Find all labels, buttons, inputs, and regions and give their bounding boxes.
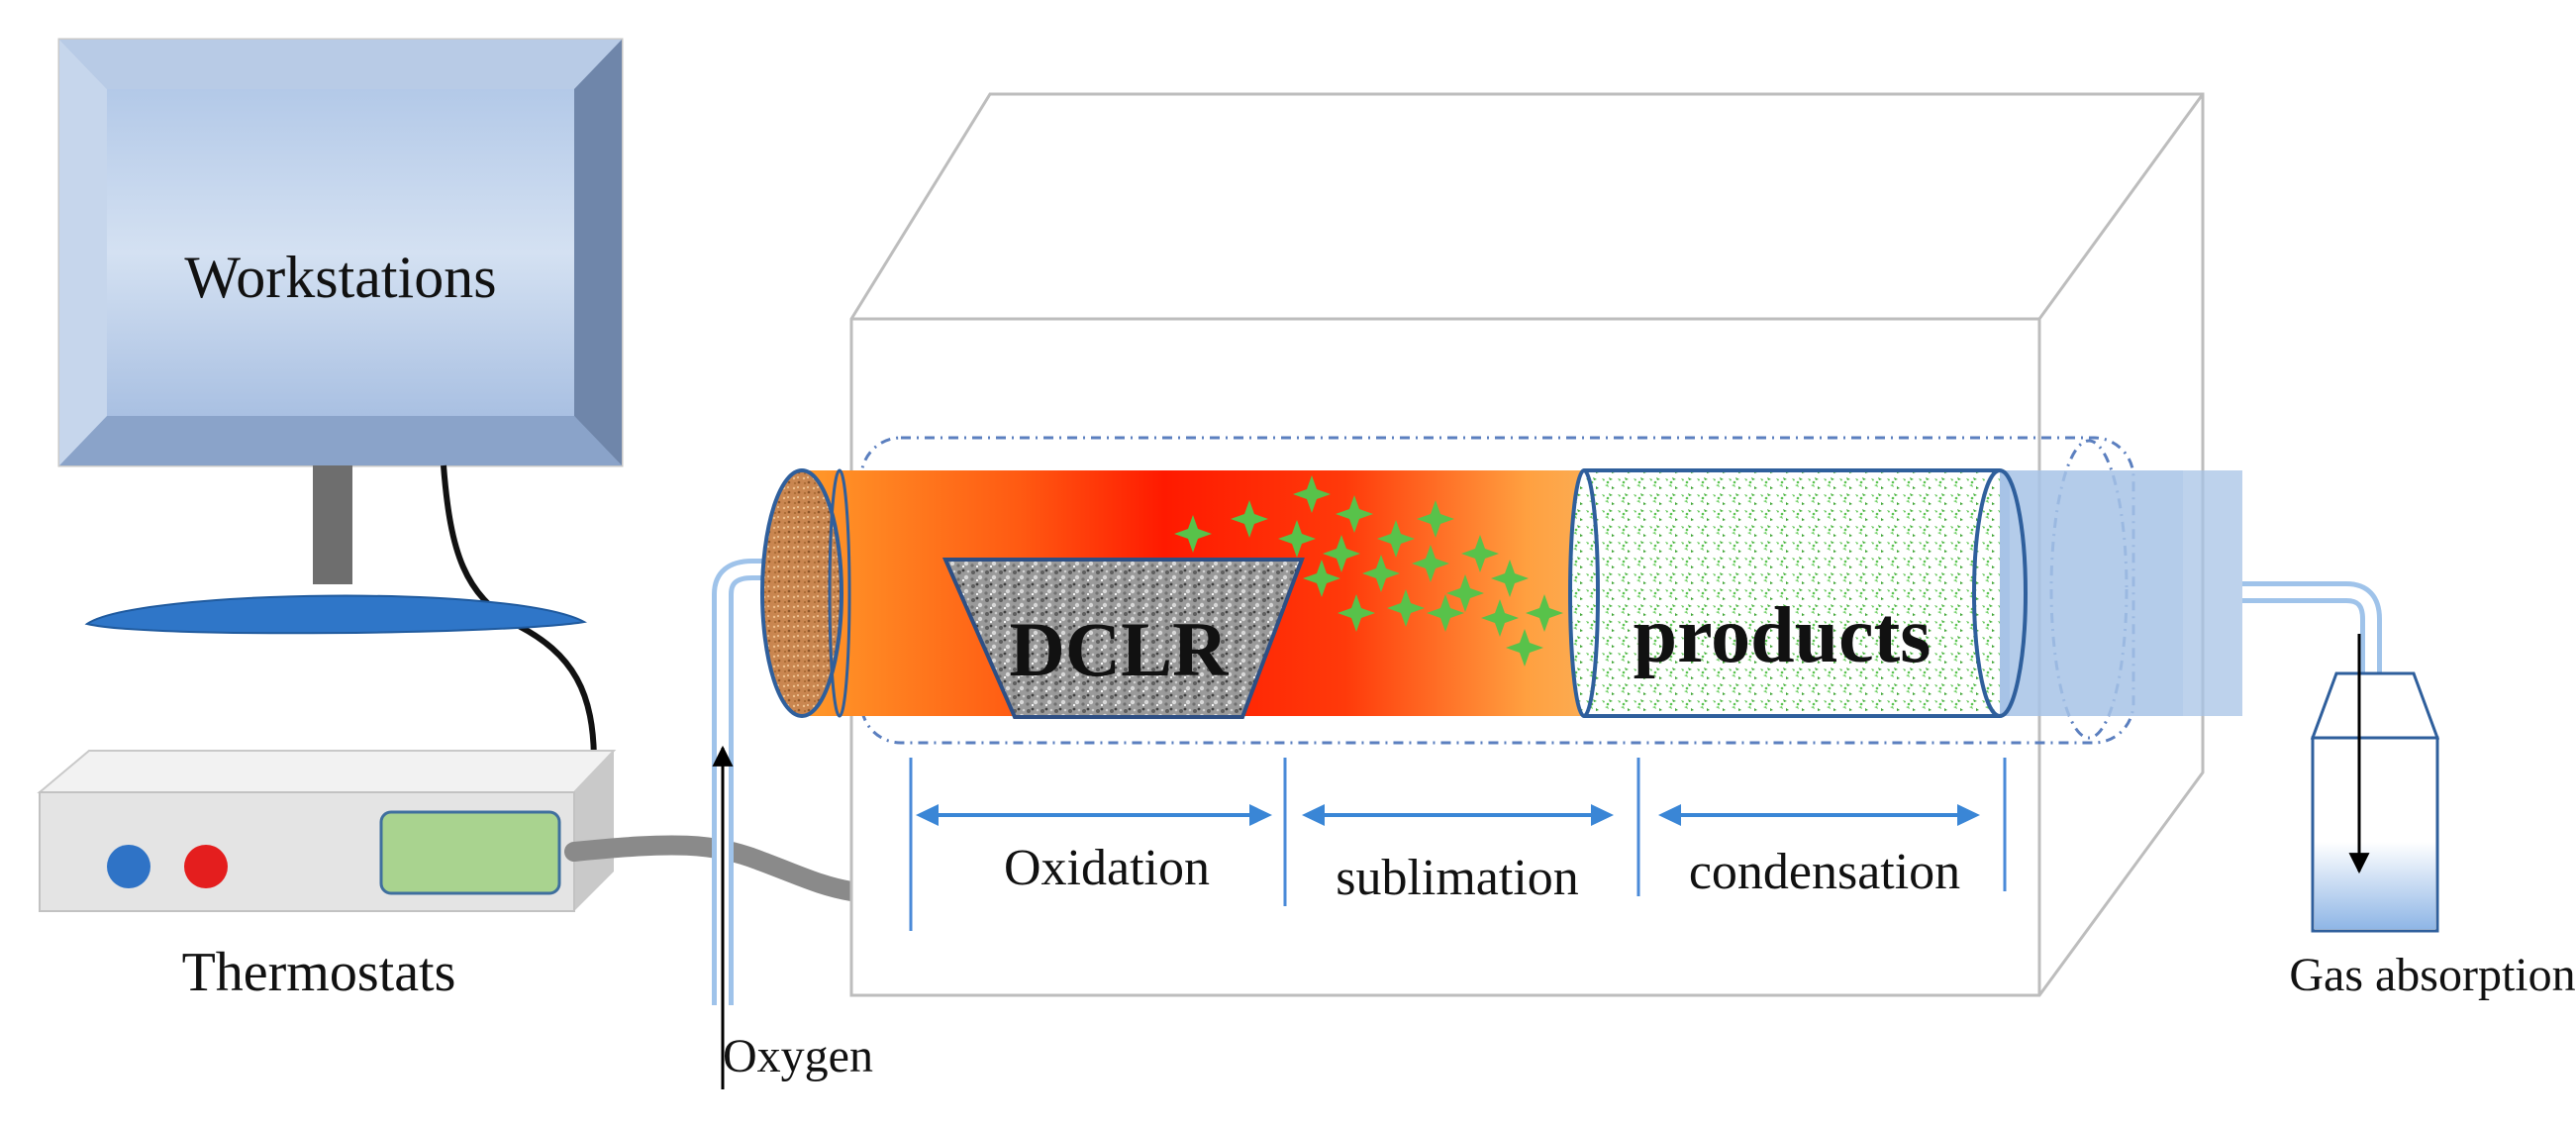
dclr-boat [941,558,1305,719]
sparkle [1446,574,1484,612]
cork-plug [760,468,843,718]
products-label: products [1634,592,1932,679]
thermostat-unit: Thermostats [37,750,617,1003]
monitor-screen [107,89,574,416]
workstations-label: Workstations [184,245,496,310]
reaction-tube: DCLR products [760,436,2242,745]
products-deposit [1584,470,2000,716]
condensation-label: condensation [1689,844,1960,900]
gas-absorption-label: Gas absorption [2289,949,2575,1001]
sparkle [1526,594,1563,632]
zone-markers: Oxidation sublimation condensation [909,758,2007,931]
thermostats-label: Thermostats [182,942,456,1003]
sparkle [1338,594,1375,632]
dclr-label: DCLR [1009,606,1230,692]
oxygen-label: Oxygen [723,1030,873,1082]
sparkle [1417,500,1454,538]
oxidation-label: Oxidation [1004,840,1210,896]
monitor-stand [313,465,352,584]
sparkle [1323,535,1360,572]
workstation-monitor: Workstations [57,38,624,764]
sparkle [1387,589,1425,627]
sublimation-zone-arrow [1302,804,1614,826]
sparkle [1278,520,1316,558]
sublimation-label: sublimation [1336,850,1579,906]
sparkle [1293,475,1331,513]
condensation-zone-arrow [1658,804,1980,826]
thermostat-red-button [184,845,228,888]
oxygen-inlet-tube: Oxygen [712,559,873,1089]
sparkle [1336,495,1373,533]
sparkle [1412,545,1449,582]
oxidation-zone-arrow [916,804,1272,826]
sparkle [1303,560,1340,597]
sparkle [1174,515,1212,553]
sparkle [1491,560,1529,597]
sparkle [1231,500,1268,538]
sublimation-particles [1174,475,1563,667]
thermostat-hose [564,835,861,901]
thermostat-display [379,810,561,895]
gas-absorption-unit: Gas absorption [2242,581,2576,1001]
sparkle [1362,555,1400,592]
sparkle [1377,520,1415,558]
absorption-bottle-cap [2310,671,2440,740]
sparkle [1506,629,1543,667]
monitor-base [84,594,588,635]
sparkle [1481,599,1519,637]
thermostat-blue-button [107,845,150,888]
sparkle [1461,535,1499,572]
sparkle [1427,594,1464,632]
